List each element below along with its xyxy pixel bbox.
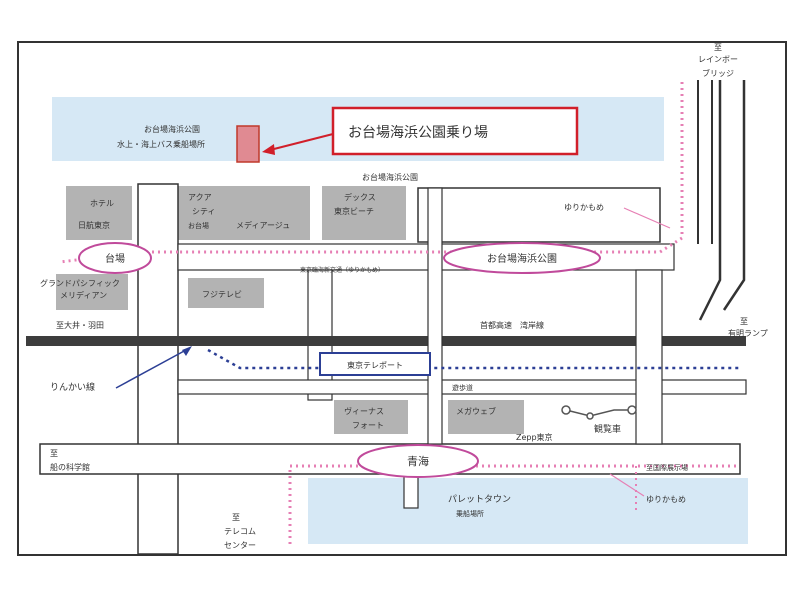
callout-text: お台場海浜公園乗り場 [348, 125, 488, 141]
label-toward-oi: 至大井・羽田 [56, 320, 104, 330]
water-area-south [308, 478, 748, 544]
label-hotel-2: 日航東京 [78, 220, 110, 230]
label-telecom-3: センター [224, 541, 256, 550]
label-fuji-tv: フジテレビ [202, 290, 242, 299]
label-palette-1: パレットタウン [448, 494, 511, 505]
label-rainbow-2: レインボー [698, 55, 738, 64]
pier-label-1: お台場海浜公園 [144, 124, 200, 134]
label-rainbow-1: 至 [714, 43, 722, 52]
station-aomi-ring [357, 444, 479, 478]
label-venus-2: フォート [352, 421, 384, 430]
station-odaiba-kaihin-koen: お台場海浜公園 [487, 252, 557, 265]
label-mediage: メディアージュ [236, 220, 290, 230]
label-yurikamome-bottom: ゆりかもめ [646, 495, 686, 504]
road-lower [177, 379, 747, 395]
label-pedestrian: 遊歩道 [452, 383, 473, 392]
callout-arrow-head [262, 144, 275, 155]
yurikamome-pointer-bottom [609, 473, 645, 497]
station-tokyo-teleport: 東京テレポート [347, 360, 403, 370]
road-mid-vertical [307, 269, 333, 401]
station-daiba: 台場 [105, 252, 125, 265]
ramp-road-2 [722, 80, 746, 311]
label-telecom-2: テレコム [224, 527, 256, 536]
road-east-vertical [635, 269, 663, 445]
label-science-2: 船の科学館 [50, 462, 90, 472]
ferris-node-1 [561, 405, 571, 415]
label-hotel-1: ホテル [90, 199, 114, 208]
pier-label-2: 水上・海上バス乗船場所 [117, 139, 205, 149]
expressway [26, 336, 746, 346]
building-fuji-tv [188, 278, 264, 308]
rinkai-pointer-head [182, 346, 192, 356]
label-yurikamome-note: 東京臨海新交通（ゆりかもめ） [300, 266, 384, 274]
label-zepp: Zepp東京 [516, 432, 553, 442]
road-aomi-stub [403, 473, 419, 509]
ferris-node-2 [586, 412, 594, 420]
ferris-wheel-icon [565, 409, 632, 417]
park-block [417, 187, 661, 243]
station-teleport-box [319, 352, 431, 376]
rinkai-pointer [115, 349, 187, 389]
building-mega-web [448, 400, 524, 434]
label-ariake-2: 有明ランプ [728, 328, 768, 338]
yurikamome-line-north [178, 82, 684, 254]
park-label: お台場海浜公園 [362, 172, 418, 182]
building-decks [322, 186, 406, 240]
label-science-1: 至 [50, 449, 58, 458]
building-venus-fort [334, 400, 408, 434]
label-aqua-2: シティ [192, 207, 216, 216]
pier-marker [236, 125, 260, 163]
label-yurikamome-top: ゆりかもめ [564, 203, 604, 212]
label-palette-2: 乗船場所 [456, 509, 484, 518]
ramp-road-1 [698, 80, 722, 321]
road-central-vertical [137, 183, 179, 555]
label-rinkai: りんかい線 [50, 381, 95, 393]
ferris-node-3 [627, 405, 637, 415]
label-shuto-expressway: 首都高速 湾岸線 [480, 320, 544, 330]
label-telecom-1: 至 [232, 513, 240, 522]
label-toward-kokusai: 至国際展示場 [646, 463, 688, 472]
label-grand-pacific-1: グランドパシフィック [40, 278, 120, 288]
building-grand-pacific [56, 274, 128, 310]
label-venus-1: ヴィーナス [344, 406, 384, 416]
label-aqua-3: お台場 [188, 221, 209, 230]
callout-box [331, 106, 579, 156]
station-daiba-ring [78, 242, 152, 274]
station-aomi: 青海 [407, 454, 429, 468]
rinkai-line [207, 348, 740, 370]
road-center-east-vertical [427, 187, 443, 445]
label-decks-2: 東京ビーチ [334, 206, 374, 216]
label-aqua-1: アクア [188, 193, 212, 202]
label-ferris-wheel: 観覧車 [594, 423, 621, 435]
yurikamome-line-south [288, 464, 740, 544]
label-decks-1: デックス [344, 192, 376, 202]
label-grand-pacific-2: メリディアン [60, 290, 107, 300]
label-mega-web: メガウェブ [456, 406, 496, 416]
label-rainbow-3: ブリッジ [702, 68, 734, 78]
building-aqua-city [178, 186, 310, 240]
yurikamome-pointer-top [623, 207, 671, 229]
label-ariake-1: 至 [740, 317, 748, 326]
building-hotel [66, 186, 132, 240]
callout-arrow-line [269, 133, 334, 151]
station-odaiba-ring [443, 242, 601, 274]
